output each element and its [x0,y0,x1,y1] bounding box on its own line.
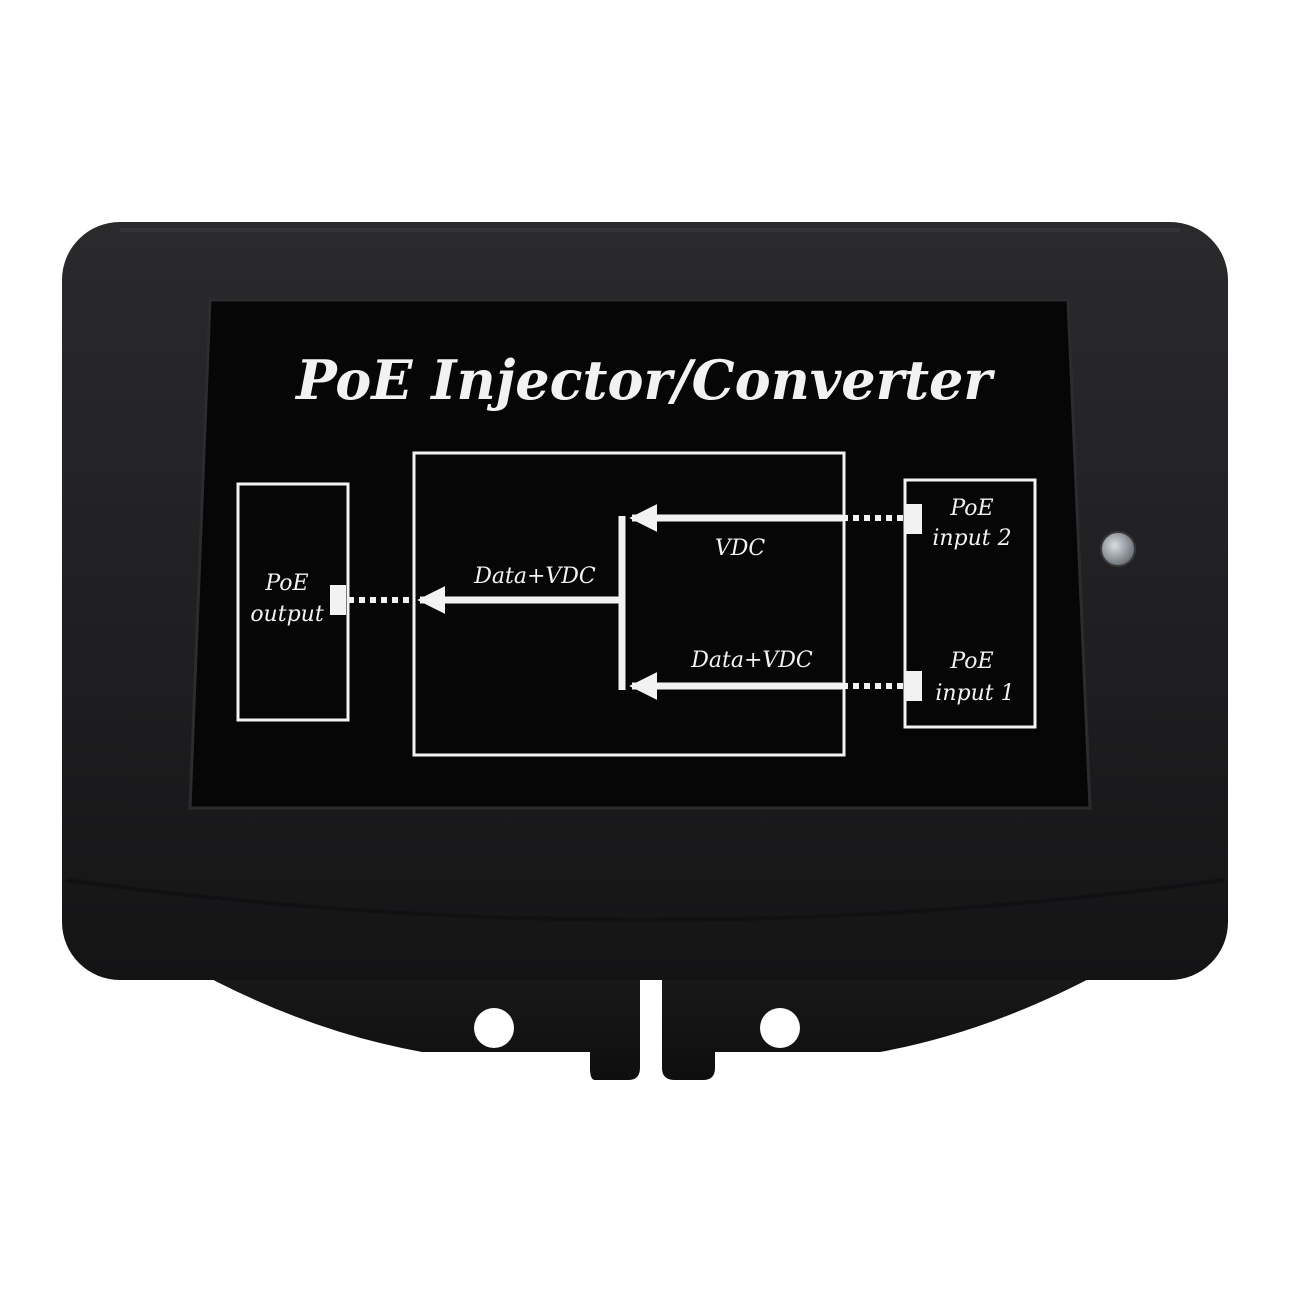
input2-jack-icon [906,504,922,534]
status-led [1100,531,1136,567]
output-label-line1: PoE [264,571,308,596]
screw-hole-left [474,1008,514,1048]
poe-output-port: PoE output [236,482,350,722]
input1-label-line1: PoE [949,649,993,674]
screw-hole-right [760,1008,800,1048]
mounting-bracket-left [180,962,640,1080]
signal-label-from-input1: Data+VDC [690,648,813,673]
signal-label-from-input2: VDC [715,536,766,561]
product-title: PoE Injector/Converter [294,348,995,412]
output-label-line2: output [250,602,324,627]
signal-label-to-output: Data+VDC [473,564,596,589]
input1-label-line2: input 1 [935,681,1014,706]
converter-box [412,451,846,757]
input2-label-line2: input 2 [932,526,1011,551]
input1-jack-icon [906,671,922,701]
poe-input-ports: PoE input 2 PoE input 1 [903,478,1037,729]
output-jack-icon [330,585,346,615]
signal-paths [417,504,842,700]
input2-label-line1: PoE [949,496,993,521]
mounting-bracket-right [662,962,1120,1080]
